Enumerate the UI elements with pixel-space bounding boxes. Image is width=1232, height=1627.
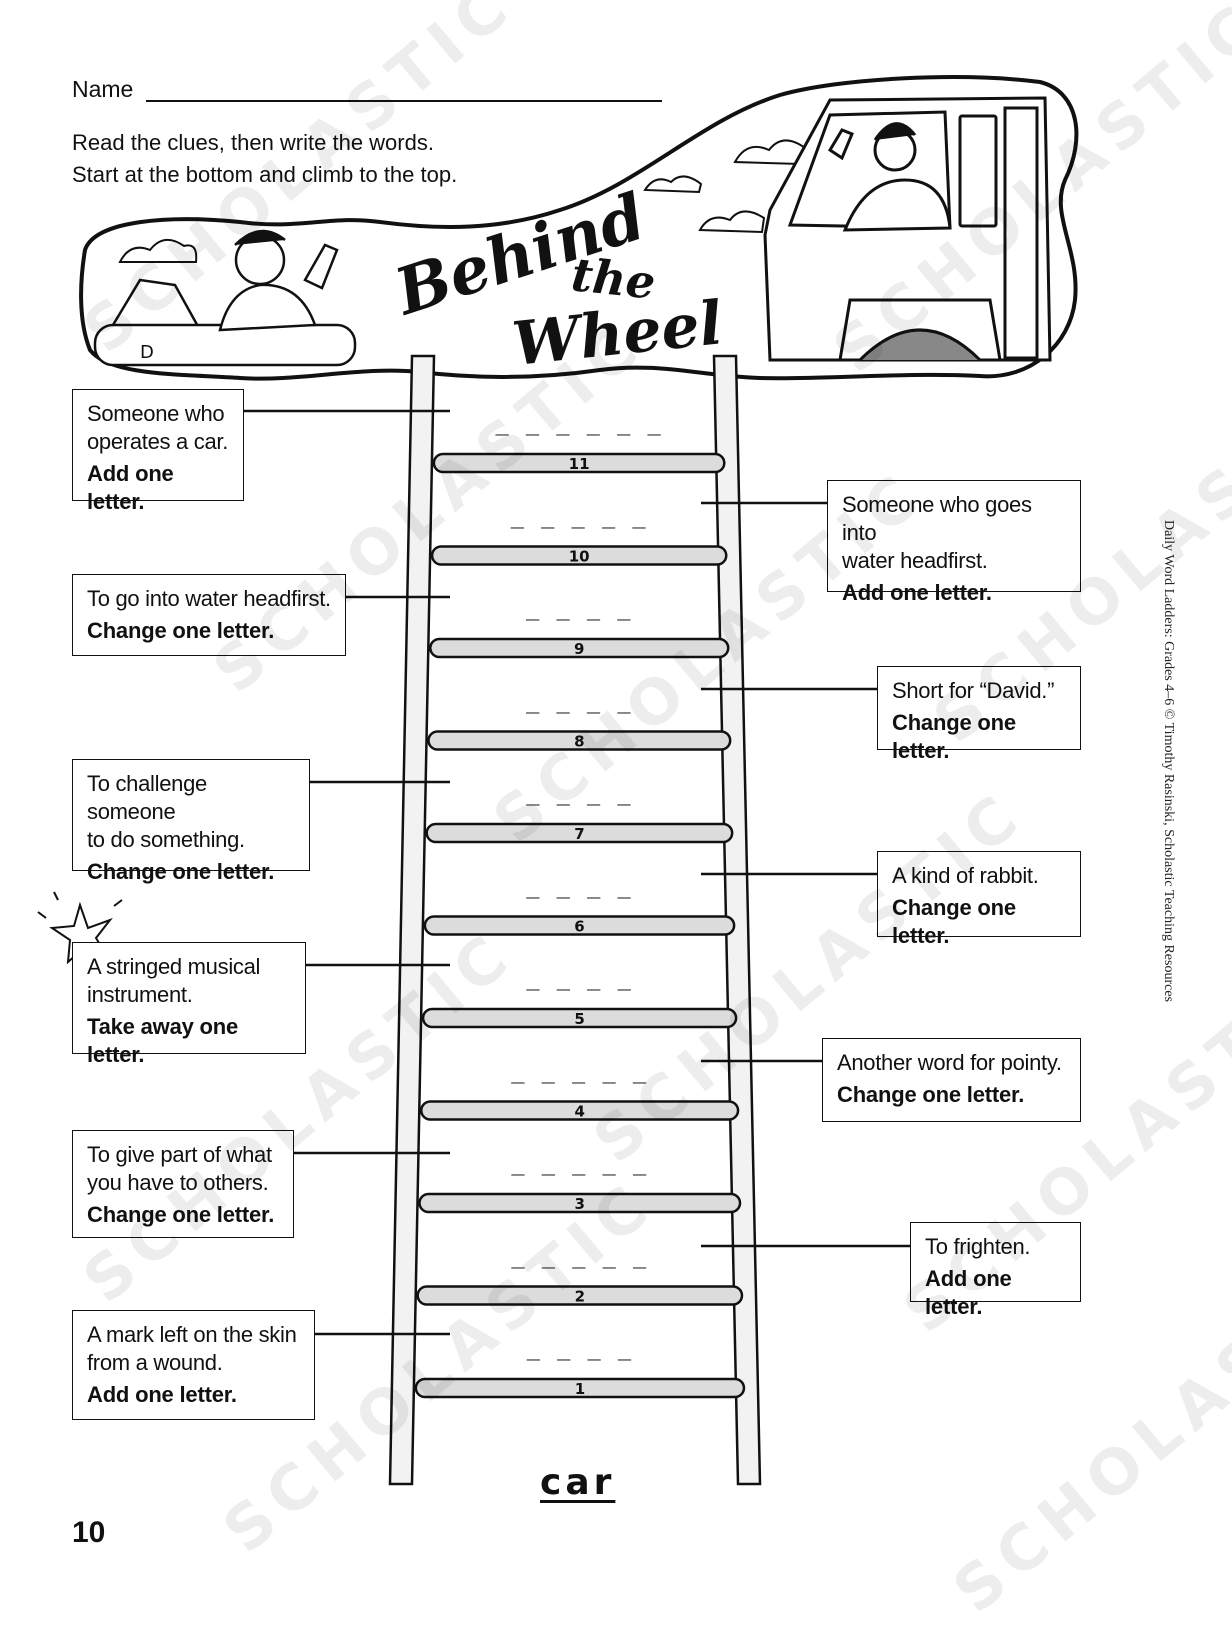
clue-box-10: Someone who goes into water headfirst. A… — [827, 480, 1081, 605]
clue-action: Take away one letter. — [87, 1014, 239, 1067]
clue-text: To go into water headfirst. — [87, 586, 331, 611]
clue-text: to do something. — [87, 827, 245, 852]
clue-action: Change one letter. — [892, 895, 1016, 948]
ladder-left-rail — [388, 354, 436, 1486]
ladder-rung — [429, 637, 730, 659]
rung-number: 3 — [575, 1195, 585, 1213]
clue-action: Add one letter. — [87, 461, 174, 514]
clue-action: Change one letter. — [837, 1082, 1025, 1107]
clue-text: A mark left on the skin — [87, 1322, 297, 1347]
ladder-rung — [425, 822, 734, 844]
clue-action: Change one letter. — [87, 618, 275, 643]
clue-action: Add one letter. — [87, 1382, 237, 1407]
ladder-rung — [414, 1377, 746, 1399]
clue-text: Another word for pointy. — [837, 1050, 1062, 1075]
rung-number: 1 — [575, 1380, 585, 1398]
name-input-line[interactable] — [146, 100, 662, 102]
rung-number: 9 — [574, 640, 584, 658]
rung-number: 4 — [574, 1103, 584, 1121]
truck-illustration — [763, 96, 1052, 362]
rung-number: 6 — [574, 918, 584, 936]
ladder-rungs: 11 10 9 8 7 6 5 4 3 2 1 — [414, 452, 746, 1399]
answer-blank[interactable]: _ _ _ _ _ — [510, 507, 648, 533]
answer-blank[interactable]: _ _ _ _ _ — [511, 1155, 649, 1180]
clue-box-7: To challenge someone to do something. Ch… — [72, 759, 310, 884]
clue-box-1: A mark left on the skin from a wound. Ad… — [72, 1310, 315, 1420]
answer-blank[interactable]: _ _ _ _ — [526, 692, 633, 718]
clue-action: Change one letter. — [892, 710, 1016, 763]
clue-box-11: Someone who operates a car. Add one lett… — [72, 389, 244, 514]
clue-connectors — [244, 409, 910, 1336]
clue-text: A stringed musical — [87, 954, 261, 979]
instructions-line-2: Start at the bottom and climb to the top… — [72, 162, 458, 187]
ladder-rung — [416, 1285, 744, 1306]
name-label: Name — [72, 76, 134, 102]
clue-text: To give part of what — [87, 1142, 272, 1167]
ladder-rung — [421, 1007, 738, 1029]
clue-text: To frighten. — [925, 1234, 1031, 1259]
answer-blank[interactable]: _ _ _ _ — [526, 600, 633, 625]
clue-box-2: To frighten. Add one letter. — [910, 1222, 1081, 1319]
clue-text: Someone who goes into — [842, 492, 1032, 545]
clue-box-3: To give part of what you have to others.… — [72, 1130, 294, 1238]
svg-text:D: D — [140, 342, 154, 363]
answer-blank[interactable]: _ _ _ _ — [526, 785, 633, 810]
clue-box-6: A kind of rabbit. Change one letter. — [877, 851, 1081, 948]
ladder-rung — [418, 1192, 742, 1214]
rung-number: 11 — [569, 455, 590, 473]
clue-text: instrument. — [87, 982, 193, 1007]
answer-blank[interactable]: _ _ _ _ — [526, 970, 633, 995]
clue-text: you have to others. — [87, 1170, 269, 1195]
rung-number: 8 — [574, 733, 584, 751]
start-word: car — [540, 1462, 616, 1503]
clue-text: Someone who — [87, 401, 225, 426]
clue-box-9: To go into water headfirst. Change one l… — [72, 574, 346, 656]
rung-number: 2 — [575, 1288, 585, 1306]
clue-text: A kind of rabbit. — [892, 863, 1039, 888]
rung-number: 7 — [574, 825, 584, 843]
ladder-rung — [427, 730, 732, 751]
answer-blank[interactable]: _ _ _ _ — [526, 1340, 634, 1365]
title-word-the: the — [569, 247, 658, 309]
clue-text: To challenge someone — [87, 771, 207, 824]
ladder-rung — [420, 1100, 740, 1121]
instructions-line-1: Read the clues, then write the words. — [72, 130, 434, 155]
answer-blank[interactable]: _ _ _ _ _ — [511, 1062, 649, 1088]
answer-blank[interactable]: _ _ _ _ — [526, 877, 633, 903]
rung-number: 10 — [569, 548, 590, 566]
car-driver-illustration: D — [93, 230, 357, 367]
clue-box-5: A stringed musical instrument. Take away… — [72, 942, 306, 1067]
clue-text: operates a car. — [87, 429, 229, 454]
clue-text: water headfirst. — [842, 548, 988, 573]
clue-action: Add one letter. — [842, 580, 992, 605]
clue-text: Short for “David.” — [892, 678, 1055, 703]
ladder-rung — [432, 452, 726, 474]
ladder-rung — [423, 915, 736, 936]
sidebar-credit: Daily Word Ladders: Grades 4–6 © Timothy… — [1161, 520, 1176, 1003]
answer-blank[interactable]: _ _ _ _ _ — [511, 1247, 649, 1273]
clue-box-8: Short for “David.” Change one letter. — [877, 666, 1081, 763]
clue-text: from a wound. — [87, 1350, 223, 1375]
page-number: 10 — [72, 1516, 106, 1549]
clue-action: Change one letter. — [87, 1202, 275, 1227]
rung-number: 5 — [574, 1010, 584, 1028]
clue-action: Change one letter. — [87, 859, 275, 884]
clue-box-4: Another word for pointy. Change one lett… — [822, 1038, 1081, 1122]
ladder-rung — [430, 545, 728, 566]
clue-action: Add one letter. — [925, 1266, 1012, 1319]
answer-blank[interactable]: _ _ _ _ _ _ — [495, 415, 663, 440]
